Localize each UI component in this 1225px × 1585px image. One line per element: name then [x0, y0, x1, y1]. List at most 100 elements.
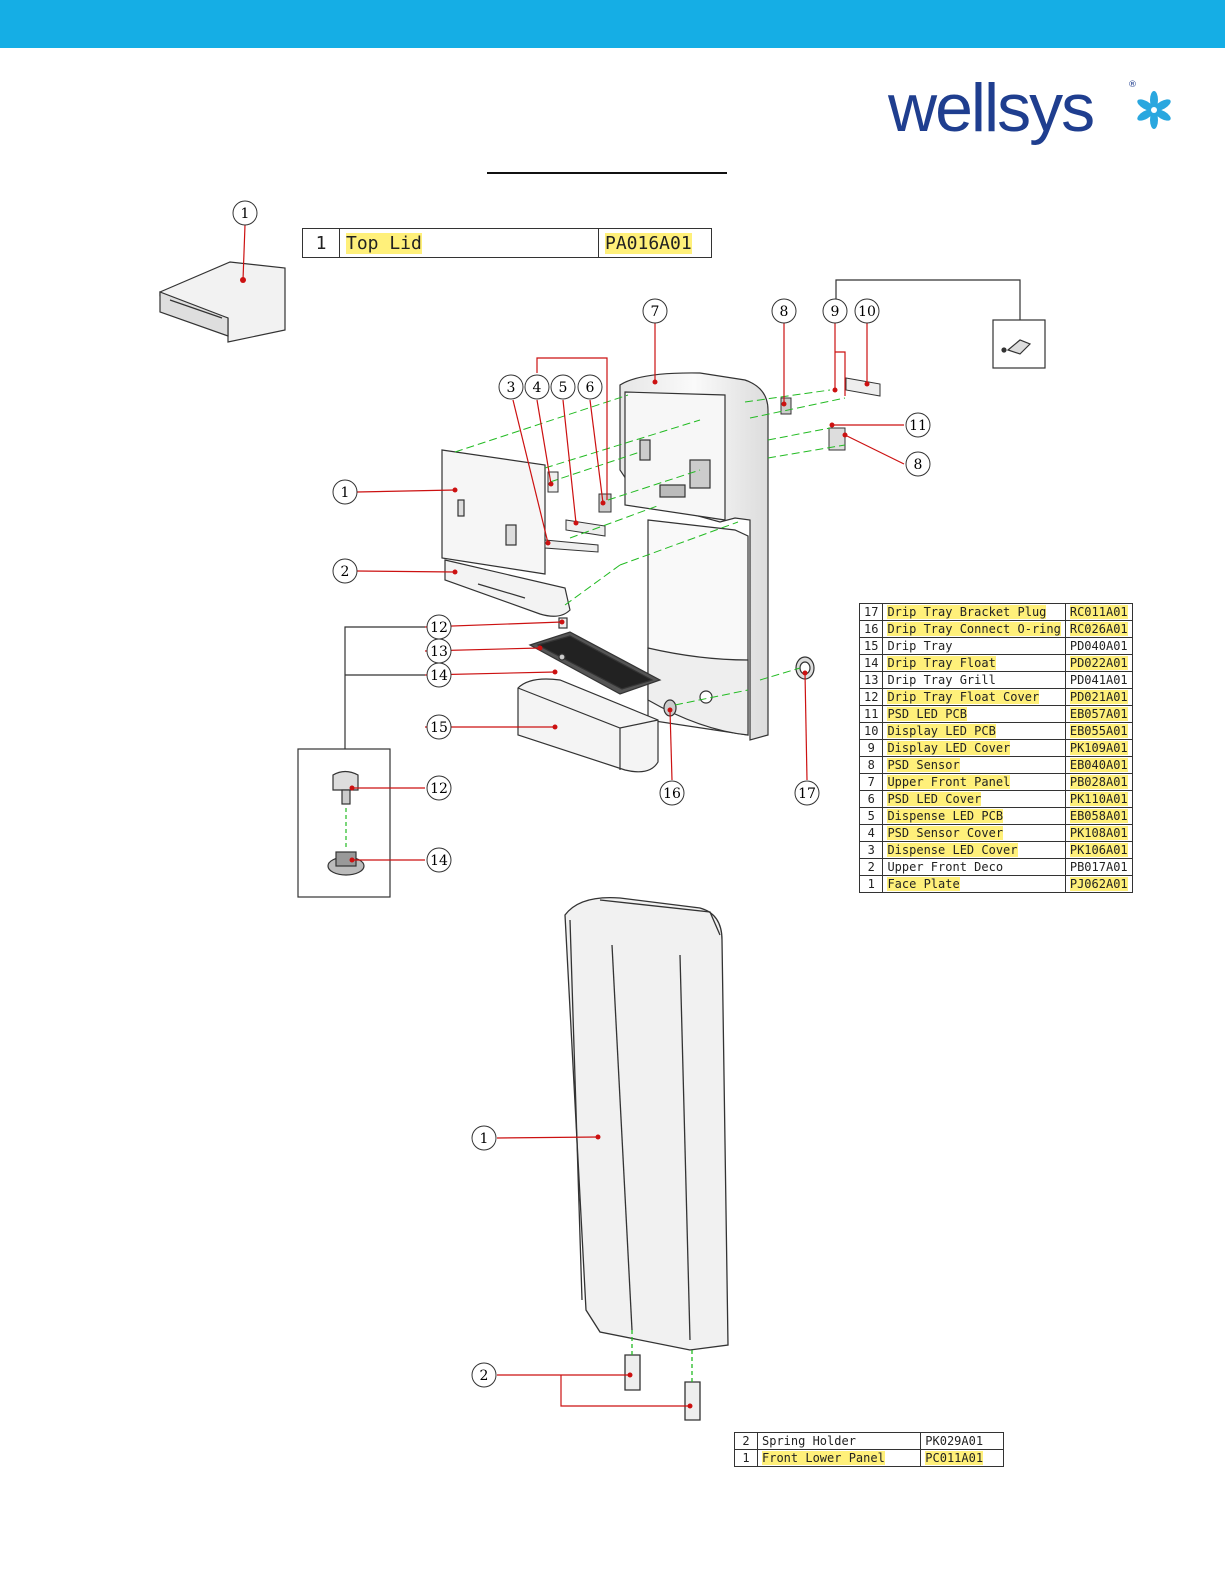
- part-number-cell: 11: [858, 705, 884, 723]
- part-code-cell: EB058A01: [1064, 807, 1133, 825]
- part-name: Dispense LED PCB: [887, 809, 1004, 823]
- svg-text:6: 6: [586, 380, 595, 396]
- part-number: 5: [867, 809, 875, 823]
- float-inset-box: [297, 748, 391, 898]
- svg-text:17: 17: [798, 786, 816, 802]
- part-name: Display LED Cover: [887, 741, 1011, 755]
- part-number-cell: 5: [858, 807, 884, 825]
- part-code-cell: PC011A01: [920, 1449, 1004, 1467]
- part-number: 1: [867, 877, 875, 891]
- part-code: PB028A01: [1069, 775, 1128, 789]
- part-code-cell: PK109A01: [1064, 739, 1133, 757]
- part-code-cell: RC011A01: [1064, 603, 1133, 621]
- part-number-cell: 1: [858, 875, 884, 893]
- part-code: RC026A01: [1069, 622, 1128, 636]
- wellsys-logo: wellsys ®: [888, 68, 1188, 158]
- part-code: EB040A01: [1069, 758, 1128, 772]
- part-name: Front Lower Panel: [762, 1451, 885, 1465]
- callout-14-inset: 14: [426, 847, 452, 873]
- callout-1: 1: [332, 479, 358, 505]
- part-number: 6: [867, 792, 875, 806]
- part-number: 3: [867, 843, 875, 857]
- flower-logo-icon: [1137, 91, 1171, 129]
- part-code-cell: PD022A01: [1064, 654, 1133, 672]
- part-number: 9: [867, 741, 875, 755]
- part-name-cell: Top Lid: [339, 228, 599, 258]
- table-row: 1 Top Lid PA016A01: [302, 228, 712, 258]
- part-code-cell: EB040A01: [1064, 756, 1133, 774]
- part-name-cell: PSD Sensor Cover: [882, 824, 1066, 842]
- part-number: 13: [864, 673, 879, 687]
- part-name: PSD LED PCB: [887, 707, 967, 721]
- svg-text:4: 4: [533, 380, 542, 396]
- part-name: PSD Sensor Cover: [887, 826, 1004, 840]
- part-number: 16: [864, 622, 879, 636]
- callout-9: 9: [822, 298, 848, 324]
- svg-text:7: 7: [651, 304, 660, 320]
- part-code: EB055A01: [1069, 724, 1128, 738]
- table-row: 9 Display LED Cover PK109A01: [858, 739, 1133, 757]
- part-number: 7: [867, 775, 875, 789]
- svg-text:11: 11: [909, 418, 927, 434]
- inset-bracket-lines: [344, 626, 425, 749]
- part-name: Drip Tray Bracket Plug: [887, 605, 1047, 619]
- part-code: PA016A01: [605, 232, 692, 254]
- part-code-cell: PA016A01: [598, 228, 712, 258]
- svg-text:14: 14: [430, 668, 448, 684]
- part-code-cell: PK106A01: [1064, 841, 1133, 859]
- part-number-cell: 17: [858, 603, 884, 621]
- callout-16: 16: [659, 780, 685, 806]
- part-name-cell: PSD LED PCB: [882, 705, 1066, 723]
- part-name: Display LED PCB: [887, 724, 996, 738]
- svg-text:2: 2: [480, 1368, 489, 1384]
- part-number: 8: [867, 758, 875, 772]
- part-code: PD040A01: [1069, 639, 1128, 653]
- part-code-cell: PJ062A01: [1064, 875, 1133, 893]
- svg-text:5: 5: [559, 380, 568, 396]
- callout-7: 7: [642, 298, 668, 324]
- part-code: PJ062A01: [1069, 877, 1128, 891]
- top-lid-table: 1 Top Lid PA016A01: [302, 228, 712, 258]
- callout-10: 10: [854, 298, 880, 324]
- table-row: 3 Dispense LED Cover PK106A01: [858, 841, 1133, 859]
- part-name-cell: Display LED PCB: [882, 722, 1066, 740]
- callout-2-lower: 2: [471, 1362, 497, 1388]
- part-name: Dispense LED Cover: [887, 843, 1018, 857]
- part-code-cell: PD041A01: [1064, 671, 1133, 689]
- part-name-cell: Face Plate: [882, 875, 1066, 893]
- part-number: 2: [867, 860, 875, 874]
- callout-4: 4: [524, 374, 550, 400]
- table-row: 1 Front Lower Panel PC011A01: [734, 1449, 1004, 1467]
- registered-mark: ®: [1128, 80, 1137, 90]
- part-name-cell: Upper Front Deco: [882, 858, 1066, 876]
- part-name-cell: Drip Tray: [882, 637, 1066, 655]
- part-code-cell: PB017A01: [1064, 858, 1133, 876]
- part-code: EB057A01: [1069, 707, 1128, 721]
- callout-14: 14: [426, 662, 452, 688]
- part-code-cell: PB028A01: [1064, 773, 1133, 791]
- part-number-cell: 15: [858, 637, 884, 655]
- callout-11: 11: [905, 412, 931, 438]
- part-code: PK109A01: [1069, 741, 1128, 755]
- part-name-cell: Upper Front Panel: [882, 773, 1066, 791]
- part-code-cell: RC026A01: [1064, 620, 1133, 638]
- part-number-cell: 4: [858, 824, 884, 842]
- part-number-cell: 1: [734, 1449, 758, 1467]
- svg-text:8: 8: [914, 457, 923, 473]
- part-code-cell: PD021A01: [1064, 688, 1133, 706]
- part-number-cell: 7: [858, 773, 884, 791]
- part-code: PK108A01: [1069, 826, 1128, 840]
- callout-17: 17: [794, 780, 820, 806]
- part-number: 1: [742, 1451, 750, 1465]
- part-name: Top Lid: [346, 232, 422, 254]
- callout-1-lower: 1: [471, 1125, 497, 1151]
